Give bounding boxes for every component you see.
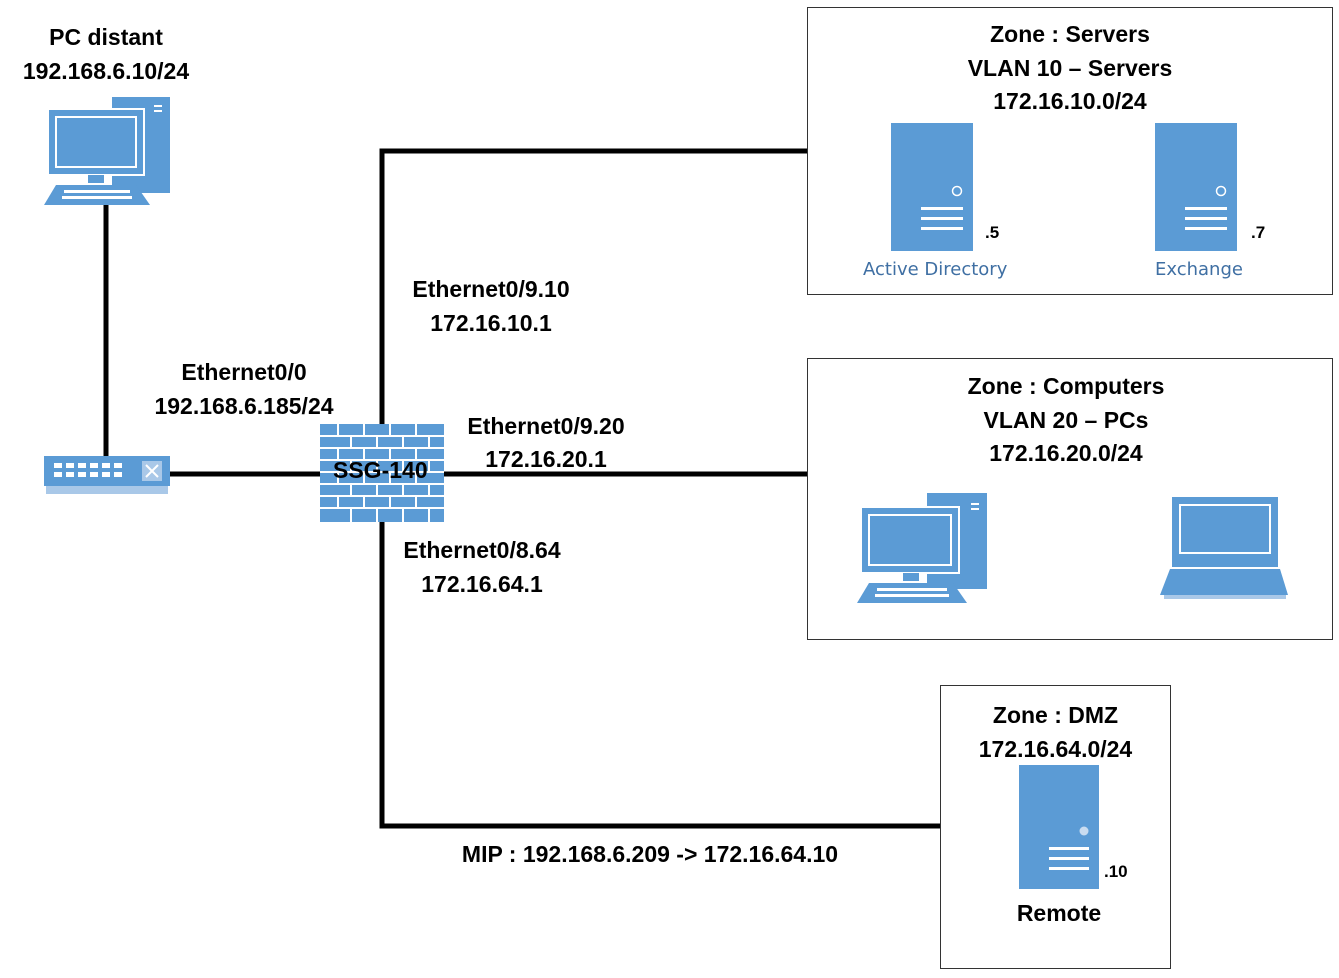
eth0-8-64-ip: 172.16.64.1	[421, 571, 543, 597]
zone-servers-title: Zone : Servers	[990, 21, 1150, 47]
zone-dmz-title: Zone : DMZ	[992, 702, 1119, 728]
eth0-9-20-name: Ethernet0/9.20	[467, 413, 625, 439]
pc-distant-ip: 192.168.6.10/24	[22, 58, 190, 84]
eth0-0-ip: 192.168.6.185/24	[154, 393, 334, 419]
server-exchange-label: Exchange	[1155, 259, 1243, 280]
eth0-8-64-name: Ethernet0/8.64	[403, 537, 561, 563]
laptop-icon	[1160, 497, 1288, 599]
server-icon	[1155, 123, 1237, 251]
server-remote-suffix: .10	[1104, 862, 1128, 881]
desktop-pc-icon	[44, 97, 170, 205]
server-ad-label: Active Directory	[863, 259, 1008, 280]
desktop-pc-icon	[857, 493, 987, 603]
zone-servers-vlan: VLAN 10 – Servers	[967, 55, 1173, 81]
zone-servers-subnet: 172.16.10.0/24	[993, 88, 1147, 114]
server-exchange-suffix: .7	[1251, 223, 1266, 242]
eth0-9-20-ip: 172.16.20.1	[485, 446, 607, 472]
firewall-icon	[320, 424, 444, 522]
mip-label: MIP : 192.168.6.209 -> 172.16.64.10	[461, 841, 839, 867]
eth0-9-10-ip: 172.16.10.1	[430, 310, 552, 336]
server-icon	[1019, 765, 1099, 889]
eth0-9-10-name: Ethernet0/9.10	[412, 276, 570, 302]
zone-computers-title: Zone : Computers	[967, 373, 1165, 399]
server-remote-label: Remote	[1016, 900, 1102, 926]
eth0-0-name: Ethernet0/0	[181, 359, 307, 385]
zone-dmz-subnet: 172.16.64.0/24	[978, 736, 1133, 762]
zone-computers: Zone : Computers VLAN 20 – PCs 172.16.20…	[807, 358, 1333, 640]
firewall-label: SSG-140	[333, 457, 428, 483]
switch-icon	[44, 456, 170, 494]
server-ad-suffix: .5	[985, 223, 1000, 242]
server-icon	[891, 123, 973, 251]
link-firewall-to-dmz	[379, 522, 942, 829]
link-firewall-to-servers	[379, 148, 808, 426]
zone-dmz: Zone : DMZ 172.16.64.0/24 .10 Remote	[940, 685, 1171, 969]
zone-computers-subnet: 172.16.20.0/24	[989, 440, 1143, 466]
pc-distant-name: PC distant	[49, 24, 163, 50]
zone-computers-vlan: VLAN 20 – PCs	[983, 407, 1149, 433]
zone-servers: Zone : Servers VLAN 10 – Servers 172.16.…	[807, 7, 1333, 295]
